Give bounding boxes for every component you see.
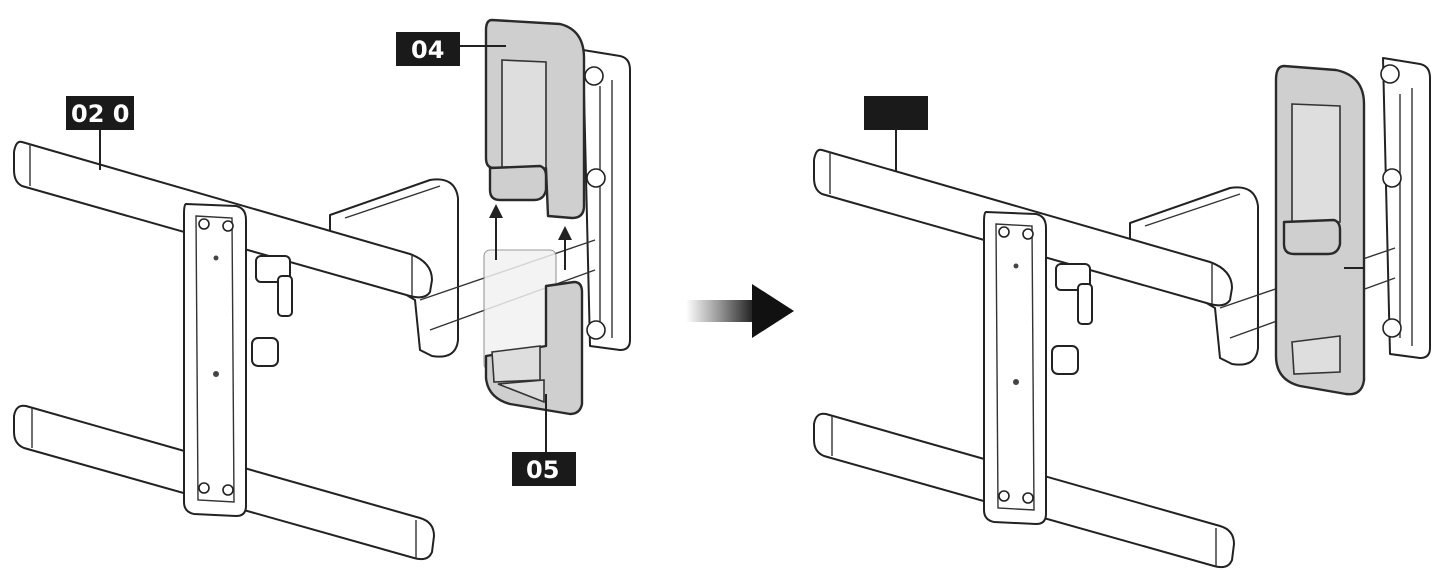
label-04-text: 04 bbox=[411, 36, 444, 64]
exploded-view: 02 0 04 05 bbox=[13, 18, 631, 561]
insert-arrows bbox=[489, 204, 572, 270]
assembled-cover bbox=[1274, 64, 1366, 396]
bolt bbox=[586, 168, 606, 188]
cover-04 bbox=[484, 18, 586, 220]
cover-05 bbox=[484, 280, 584, 416]
bolt bbox=[584, 66, 604, 86]
label-05: 05 bbox=[512, 394, 576, 486]
label-02-text: 02 0 bbox=[71, 100, 129, 128]
bolt bbox=[1382, 318, 1402, 338]
bolt bbox=[586, 320, 606, 340]
label-05-text: 05 bbox=[526, 456, 559, 484]
label-02: 02 0 bbox=[66, 96, 134, 170]
bolt bbox=[1380, 64, 1400, 84]
bolt bbox=[1382, 168, 1402, 188]
assembled-view bbox=[813, 57, 1431, 569]
right-arrow-icon bbox=[686, 284, 794, 338]
label-04: 04 bbox=[396, 32, 506, 66]
label-02-after bbox=[864, 96, 928, 172]
